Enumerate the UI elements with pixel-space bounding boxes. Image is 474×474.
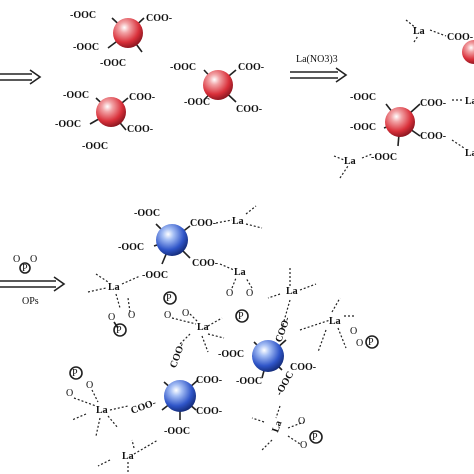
reagent-label: La(NO3)3 <box>296 54 338 65</box>
la-label: La <box>108 282 120 293</box>
coo-label: -OOC <box>134 208 160 219</box>
coo-label: COO- <box>196 406 222 417</box>
la-cluster-bottom-left: P O O La <box>66 366 129 437</box>
p-label: P <box>72 368 78 379</box>
coo-label: -OOC <box>82 141 108 152</box>
p-label: P <box>166 293 172 304</box>
p-label: O <box>66 388 73 399</box>
la-label: La <box>465 148 474 159</box>
coo-label: COO- <box>192 258 218 269</box>
coo-label: -OOC <box>371 152 397 163</box>
coo-label: -OOC <box>55 119 81 130</box>
p-label: O <box>128 310 135 321</box>
la-label: La <box>232 216 244 227</box>
op-group-right: O O P La <box>226 268 317 329</box>
coo-label: COO- <box>190 218 216 229</box>
arrow-la-nitrate: La(NO3)3 <box>290 54 348 83</box>
la-cluster-left: La O P O <box>87 273 141 337</box>
p-label: O <box>350 326 357 337</box>
p-label: O <box>246 288 253 299</box>
coo-label: COO- <box>447 32 473 43</box>
coo-label: COO- <box>196 375 222 386</box>
la-label: La <box>465 96 474 107</box>
coo-label: -OOC <box>170 62 196 73</box>
coo-label: -OOC <box>236 376 262 387</box>
red-particle-bottom: -OOC COO- -OOC COO- -OOC <box>55 90 155 152</box>
reagent-label: OPs <box>22 296 39 307</box>
coo-label: COO- <box>274 316 293 344</box>
la-label: La <box>286 286 298 297</box>
coo-label: COO- <box>420 131 446 142</box>
p-label: O <box>182 308 189 319</box>
la-cluster-bottom: La <box>97 439 159 474</box>
p-label: O <box>30 254 37 265</box>
coo-label: COO- <box>129 92 155 103</box>
coo-label: COO- <box>146 13 172 24</box>
blue-particle-top: -OOC COO- -OOC COO- -OOC La La <box>118 205 263 281</box>
la-label: La <box>270 419 284 434</box>
p-label: O <box>226 288 233 299</box>
coo-label: COO- <box>420 98 446 109</box>
coo-label: -OOC <box>164 426 190 437</box>
p-label: P <box>368 337 374 348</box>
p-label: P <box>116 325 122 336</box>
coo-label: -OOC <box>350 92 376 103</box>
coo-label: -OOC <box>142 270 168 281</box>
red-particle-top: -OOC COO- -OOC -OOC <box>70 10 172 69</box>
la-label: La <box>329 316 341 327</box>
la-label: La <box>234 267 246 278</box>
coo-label: -OOC <box>218 349 244 360</box>
la-cluster-bottom-right: La O O P <box>251 405 323 451</box>
p-label: O <box>86 380 93 391</box>
coo-label: COO- <box>127 124 153 135</box>
coo-label: -OOC <box>70 10 96 21</box>
coo-label: COO- <box>168 341 187 369</box>
coo-label: -OOC <box>100 58 126 69</box>
la-label: La <box>96 405 108 416</box>
la-label: La <box>197 322 209 333</box>
p-label: P <box>238 311 244 322</box>
coo-label: -OOC <box>274 370 297 398</box>
p-label: O <box>300 440 307 451</box>
p-label: P <box>312 432 318 443</box>
arrow-left-top <box>0 69 42 85</box>
coo-label: -OOC <box>184 97 210 108</box>
p-label: O <box>13 254 20 265</box>
la-label: La <box>413 26 425 37</box>
arrow-ops: O P O OPs <box>0 254 66 307</box>
coo-label: -OOC <box>73 42 99 53</box>
p-label: P <box>22 263 28 274</box>
p-label: O <box>356 338 363 349</box>
coo-label: COO- <box>129 397 157 416</box>
coo-label: -OOC <box>63 90 89 101</box>
red-particle-la-main: -OOC COO- -OOC COO- -OOC La La La <box>333 92 474 179</box>
op-group-center: P O O La COO- <box>163 291 225 370</box>
coo-label: COO- <box>236 104 262 115</box>
p-label: O <box>298 416 305 427</box>
red-particle-middle: -OOC COO- -OOC COO- <box>170 62 264 115</box>
la-label: La <box>344 156 356 167</box>
coo-label: -OOC <box>350 122 376 133</box>
coo-label: -OOC <box>118 242 144 253</box>
la-label: La <box>122 451 134 462</box>
coo-label: COO- <box>238 62 264 73</box>
coo-label: COO- <box>290 362 316 373</box>
p-label: O <box>164 310 171 321</box>
p-label: O <box>108 312 115 323</box>
blue-particle-bottom: COO- COO- -OOC COO- <box>129 375 222 437</box>
red-particle-la-top-right: La COO- <box>405 19 474 64</box>
